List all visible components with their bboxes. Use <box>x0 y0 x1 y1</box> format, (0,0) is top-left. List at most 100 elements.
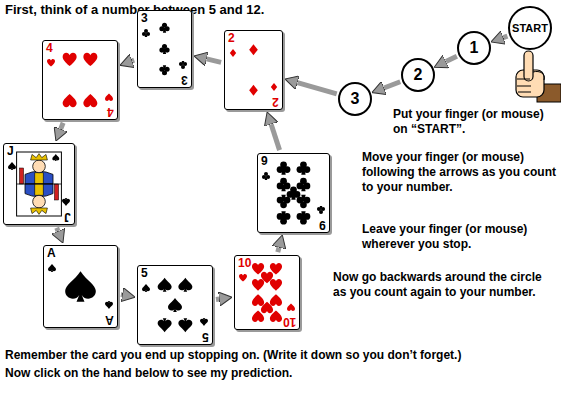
heart-shape <box>270 294 282 306</box>
heart-shape <box>63 53 77 66</box>
playing-card: JJ <box>3 143 75 225</box>
instruction-block: Move your finger (or mouse) following th… <box>362 150 557 195</box>
diamond-shape <box>271 83 277 91</box>
jack-collar <box>35 184 43 195</box>
suit-pip <box>270 310 282 322</box>
club-stem <box>163 28 166 33</box>
club-stem <box>281 184 285 191</box>
flow-arrow <box>446 56 457 61</box>
heart-shape <box>83 94 97 107</box>
suit-pip <box>297 178 311 191</box>
instruction-text: Now go backwards around the circle as yo… <box>333 270 548 300</box>
title: First, think of a number between 5 and 1… <box>5 2 405 17</box>
suit-pip <box>287 303 295 311</box>
spade-shape <box>52 154 59 161</box>
spade-shape <box>62 198 70 206</box>
jack-face <box>33 160 46 173</box>
spade-shape <box>158 318 172 332</box>
card-rank: 2 <box>269 94 282 109</box>
suit-pip <box>277 178 291 191</box>
suit-pip <box>262 172 270 180</box>
playing-card: AA <box>43 245 118 328</box>
instruction-text: Put your finger (or mouse) on “START”. <box>393 107 555 137</box>
spade-shape <box>105 301 113 309</box>
flow-arrow <box>503 36 507 38</box>
card-rank: 9 <box>258 154 329 169</box>
card-rank: A <box>102 312 117 327</box>
suit-pip <box>179 61 187 69</box>
club-stem <box>145 33 148 37</box>
heart-shape <box>47 59 55 67</box>
suit-pip <box>168 298 182 312</box>
suit-pip <box>63 94 77 107</box>
suit-pip <box>83 53 97 66</box>
club-stem <box>320 206 323 210</box>
card-rank: A <box>44 246 117 261</box>
jack-robe <box>25 184 53 197</box>
card-art <box>138 266 212 344</box>
jack-face <box>33 195 46 208</box>
suit-pip <box>159 65 169 75</box>
heart-shape <box>252 294 264 306</box>
flow-arrow <box>132 58 134 64</box>
spade-shape <box>48 264 56 272</box>
suit-pip <box>159 23 169 33</box>
suit-pip <box>239 274 247 282</box>
club-stem <box>182 61 185 65</box>
club-stem <box>301 195 305 202</box>
spade-shape <box>168 298 182 312</box>
suit-pip <box>142 284 150 292</box>
spade-shape <box>8 162 16 170</box>
title-block: First, think of a number between 5 and 1… <box>5 2 405 17</box>
suit-pip <box>65 271 96 302</box>
suit-pip <box>48 264 56 272</box>
instruction-text: Remember the card you end up stopping on… <box>5 348 557 363</box>
club-stem <box>301 184 305 191</box>
suit-pip <box>270 279 282 291</box>
suit-pip <box>230 49 236 57</box>
spade-shape <box>178 278 192 292</box>
suit-pip <box>105 93 113 101</box>
step-number: 2 <box>414 66 423 84</box>
jack-figure <box>25 184 59 214</box>
suit-pip <box>252 294 264 306</box>
suit-pip <box>249 85 258 96</box>
card-rank: J <box>4 144 74 159</box>
spade-shape <box>142 284 150 292</box>
instruction-block: Leave your finger (or mouse) wherever yo… <box>362 222 552 252</box>
suit-pip <box>178 318 192 332</box>
suit-pip <box>178 278 192 292</box>
suit-pip <box>83 94 97 107</box>
court-frame <box>17 152 62 216</box>
suit-pip <box>158 278 172 292</box>
flow-arrow <box>271 124 279 150</box>
suit-pip <box>252 279 264 291</box>
flow-arrow <box>57 228 58 231</box>
suit-pip <box>158 318 172 332</box>
club-stem <box>281 168 285 175</box>
flow-arrow <box>297 83 336 94</box>
heart-shape <box>261 302 273 314</box>
club-stem <box>265 176 268 180</box>
playing-card: 33 <box>137 10 192 88</box>
card-art <box>4 144 74 224</box>
diamond-shape <box>230 49 236 57</box>
card-rank: 5 <box>199 329 212 344</box>
card-rank: 10 <box>235 256 299 271</box>
card-rank: 9 <box>316 217 329 232</box>
heart-shape <box>252 279 264 291</box>
hand-finger <box>524 51 533 81</box>
diamond-shape <box>249 85 258 96</box>
jack-figure <box>19 154 53 184</box>
suit-pip <box>277 161 291 174</box>
flow-arrow <box>207 59 221 62</box>
suit-pip <box>47 59 55 67</box>
club-stem <box>281 211 285 218</box>
jack-sleeve <box>19 168 23 184</box>
card-rank: 2 <box>225 31 282 46</box>
heart-shape <box>105 93 113 101</box>
flow-arrow <box>121 292 122 297</box>
card-rank: 4 <box>43 41 117 56</box>
suit-pip <box>62 198 70 206</box>
step-number: START <box>512 22 548 34</box>
